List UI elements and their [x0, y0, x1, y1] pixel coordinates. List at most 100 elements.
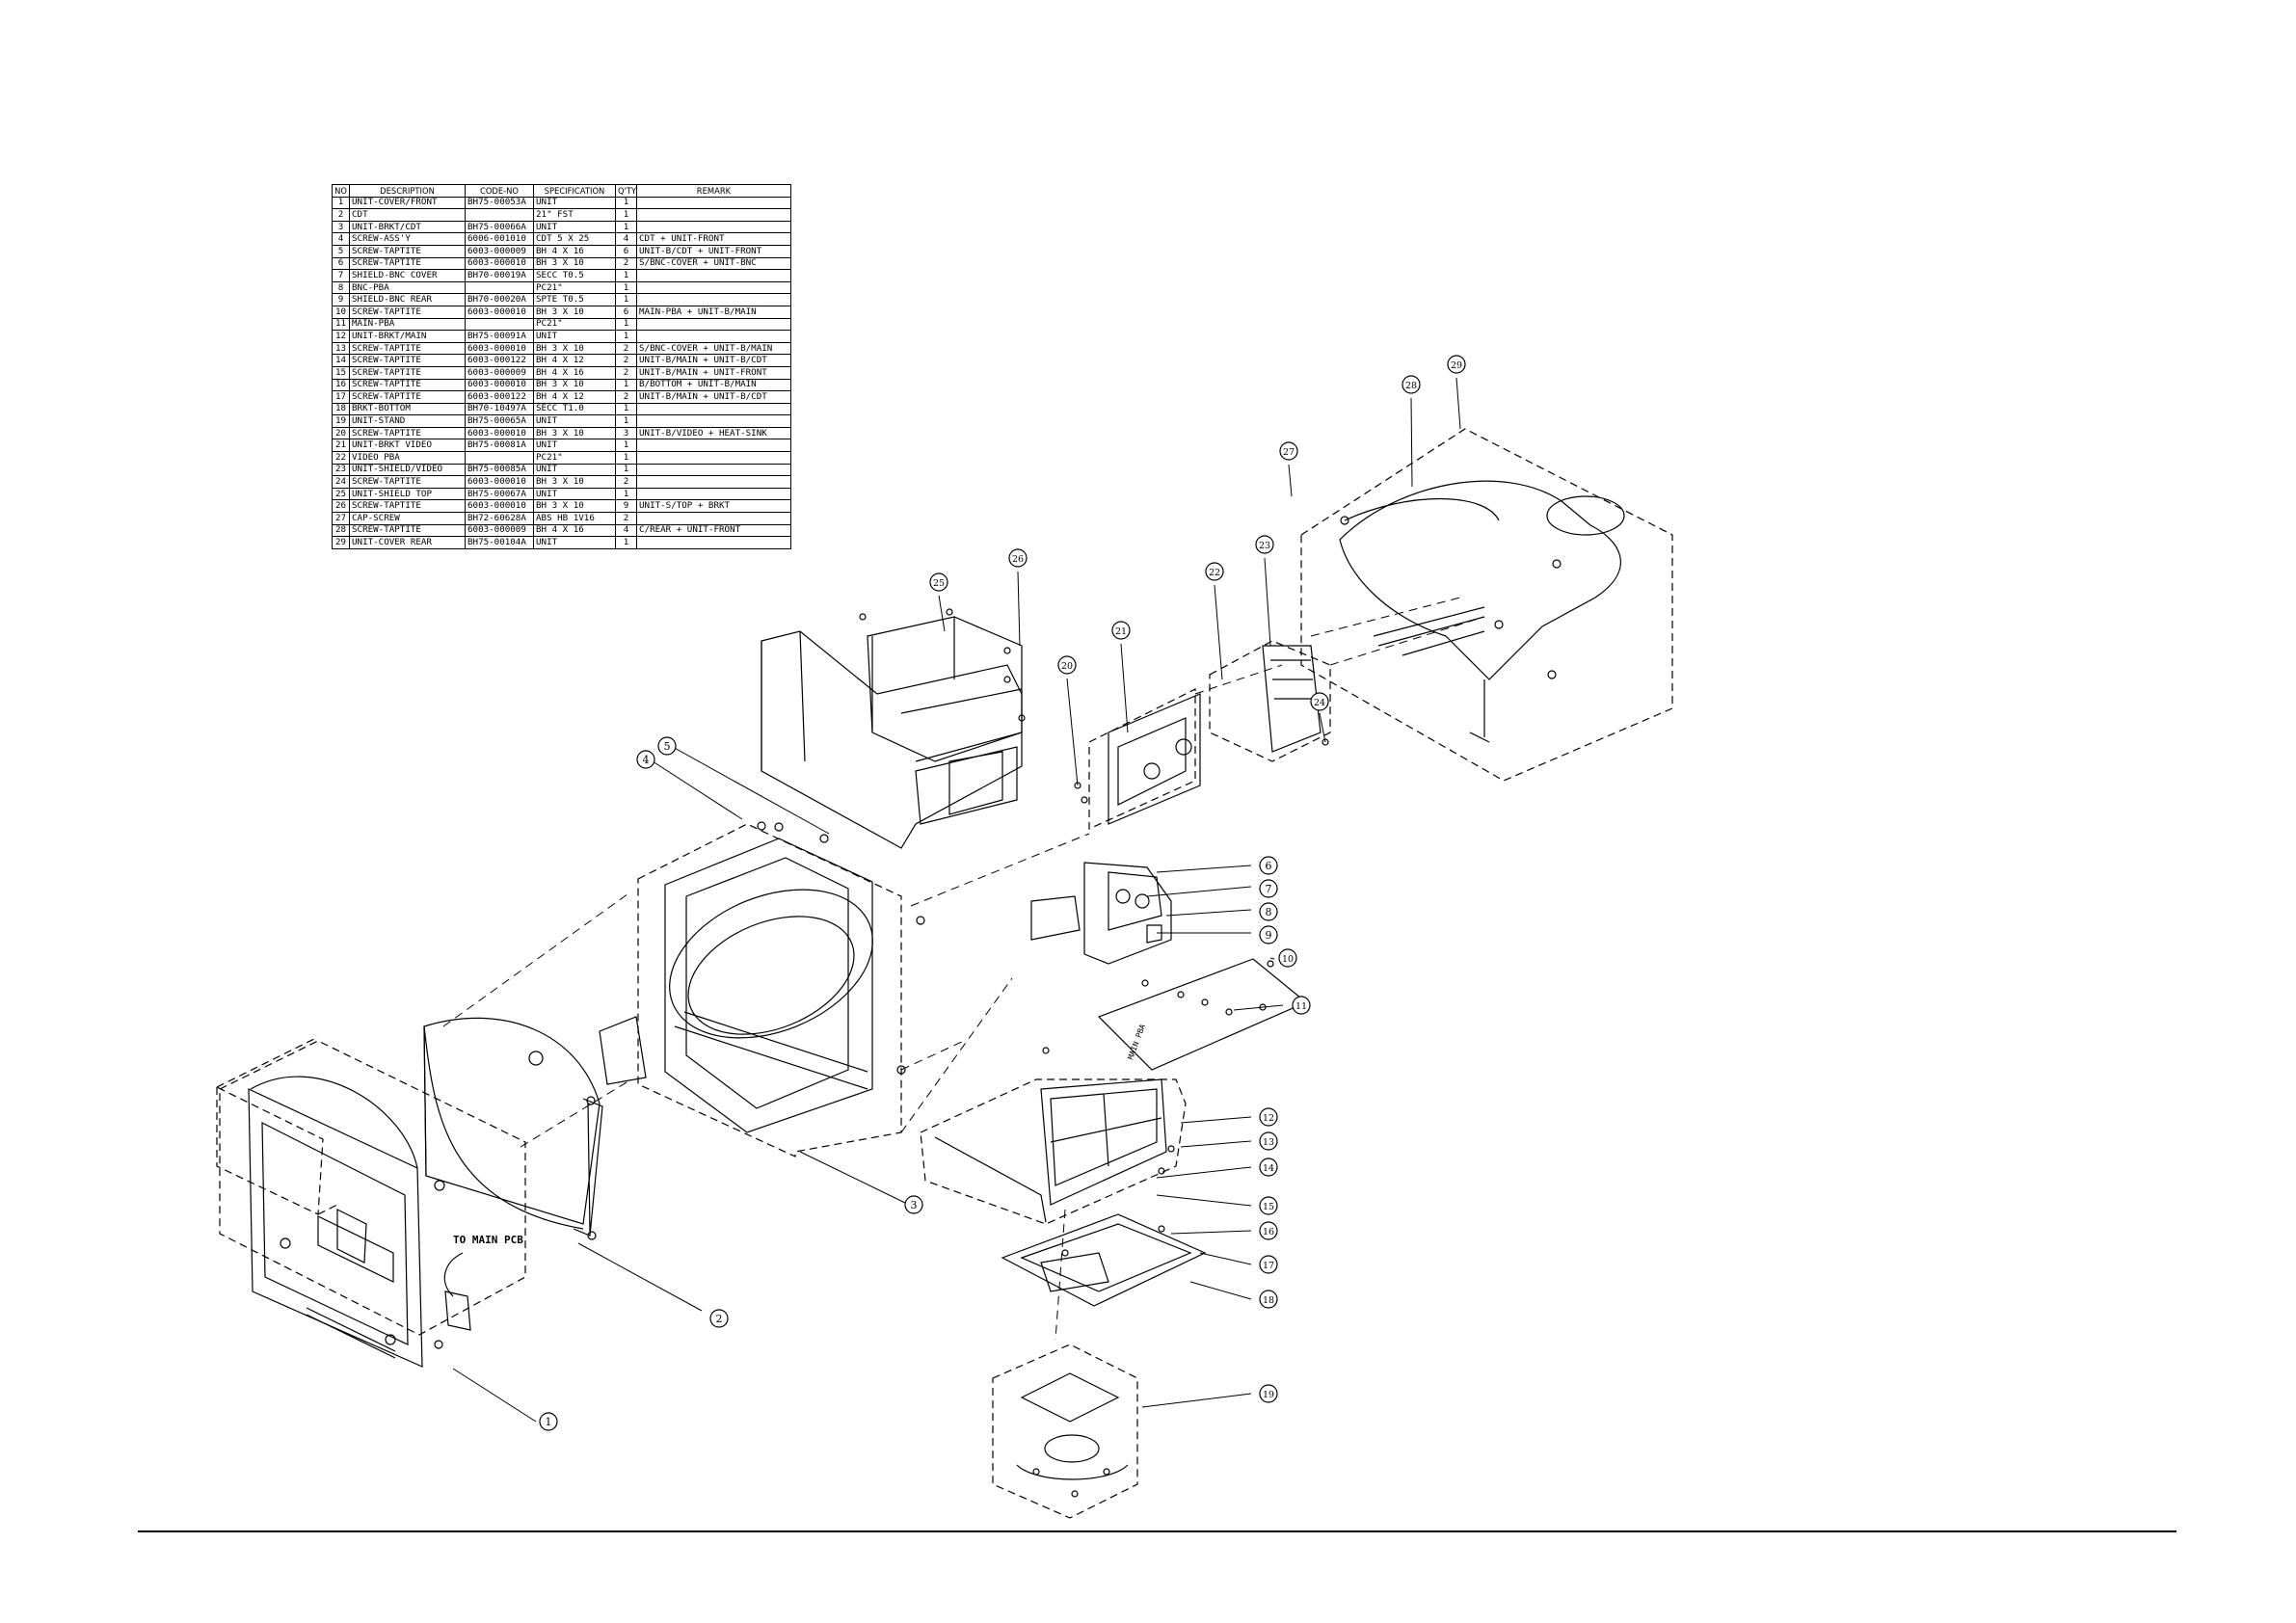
callout-23: 23 — [1255, 535, 1274, 554]
callout-number: 27 — [1283, 447, 1295, 458]
callout-5: 5 — [657, 736, 677, 756]
callout-number: 3 — [911, 1199, 918, 1211]
cdt-tube-part — [423, 1016, 647, 1240]
callout-circle — [1111, 621, 1131, 640]
callout-circle — [1447, 355, 1466, 374]
callout-20: 20 — [1057, 655, 1077, 675]
bottom-bracket-part — [1001, 1213, 1207, 1307]
callout-21: 21 — [1111, 621, 1131, 640]
callout-number: 6 — [1266, 860, 1272, 872]
callout-number: 14 — [1263, 1163, 1274, 1174]
callout-circle — [1259, 925, 1278, 945]
callout-27: 27 — [1279, 441, 1298, 461]
callout-26: 26 — [1008, 548, 1028, 568]
callout-24: 24 — [1310, 692, 1329, 711]
parts-cell-description: UNIT-COVER REAR — [349, 536, 466, 549]
callout-19: 19 — [1259, 1384, 1278, 1403]
callout-leader-lines — [452, 377, 1461, 1423]
callout-circle — [1259, 1255, 1278, 1274]
callout-12: 12 — [1259, 1107, 1278, 1127]
callout-9: 9 — [1259, 925, 1278, 945]
callout-circle — [657, 736, 677, 756]
callout-number: 20 — [1061, 661, 1073, 672]
shield-top-part — [761, 608, 1026, 849]
callout-number: 24 — [1314, 698, 1325, 708]
callout-4: 4 — [636, 750, 655, 769]
callout-number: 21 — [1115, 626, 1127, 637]
callout-number: 22 — [1209, 568, 1220, 578]
callout-circle — [1259, 1221, 1278, 1240]
assembly-lines — [442, 597, 1485, 1341]
parts-list-table: NO DESCRIPTION CODE-NO SPECIFICATION Q'T… — [332, 184, 791, 549]
rear-cover-part — [1300, 428, 1673, 782]
callout-28: 28 — [1402, 375, 1421, 394]
callout-circle — [1259, 856, 1278, 875]
callout-circle — [1008, 548, 1028, 568]
parts-cell-remark — [636, 536, 791, 549]
callout-circle — [1259, 1290, 1278, 1309]
callout-number: 23 — [1259, 541, 1270, 551]
callout-circle — [1292, 996, 1311, 1015]
callout-number: 2 — [716, 1313, 723, 1325]
callout-10: 10 — [1278, 948, 1297, 968]
callout-circle — [1205, 562, 1224, 581]
callout-number: 8 — [1266, 906, 1272, 918]
callout-number: 25 — [933, 578, 945, 589]
video-bracket-part — [1074, 688, 1201, 830]
callout-number: 15 — [1263, 1202, 1274, 1212]
front-cover-part — [216, 1036, 526, 1368]
callout-2: 2 — [709, 1309, 729, 1328]
callout-number: 12 — [1263, 1113, 1274, 1124]
stand-part — [992, 1344, 1138, 1519]
callout-circle — [904, 1195, 923, 1214]
callout-number: 19 — [1263, 1390, 1274, 1400]
callout-circle — [929, 572, 948, 592]
callout-circle — [1255, 535, 1274, 554]
footer-rule — [138, 1530, 2176, 1532]
callout-circle — [636, 750, 655, 769]
callout-number: 28 — [1405, 381, 1417, 391]
callout-11: 11 — [1292, 996, 1311, 1015]
parts-cell-qty: 1 — [615, 536, 637, 549]
callout-circle — [1259, 1157, 1278, 1177]
video-pba-shield-part — [1209, 640, 1331, 762]
callout-number: 10 — [1282, 954, 1294, 965]
to-main-pcb-label: TO MAIN PCB — [453, 1234, 523, 1246]
callout-circle — [1259, 1107, 1278, 1127]
callout-3: 3 — [904, 1195, 923, 1214]
callout-29: 29 — [1447, 355, 1466, 374]
callout-circle — [1279, 441, 1298, 461]
cdt-bracket-part — [637, 821, 925, 1157]
callout-25: 25 — [929, 572, 948, 592]
callout-18: 18 — [1259, 1290, 1278, 1309]
callout-number: 13 — [1263, 1137, 1274, 1148]
bnc-assembly-part — [1030, 862, 1172, 965]
callout-15: 15 — [1259, 1196, 1278, 1215]
callout-number: 5 — [664, 740, 671, 753]
callout-number: 17 — [1263, 1261, 1274, 1271]
callout-markers: 1234567891011121314151617181920212223242… — [539, 355, 1466, 1431]
callout-number: 7 — [1266, 883, 1272, 895]
callout-16: 16 — [1259, 1221, 1278, 1240]
callout-6: 6 — [1259, 856, 1278, 875]
callout-22: 22 — [1205, 562, 1224, 581]
